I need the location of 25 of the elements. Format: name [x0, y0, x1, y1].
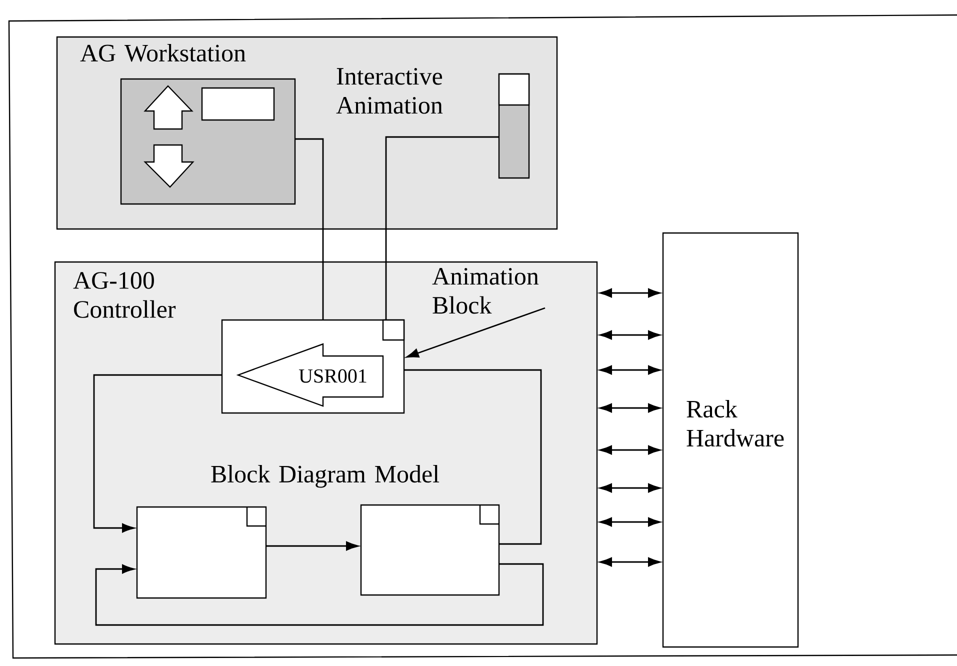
- connector-line: [295, 138, 324, 320]
- arrow: [95, 563, 544, 626]
- double-arrow: [600, 517, 660, 527]
- arrow: [406, 307, 546, 358]
- double-arrow: [600, 557, 660, 567]
- connector-line: [404, 369, 542, 545]
- caption-text: Interactive Animation: [336, 68, 443, 114]
- double-arrow: [600, 445, 660, 455]
- panel-title: AG Workstation: [80, 44, 246, 62]
- double-arrow: [600, 288, 660, 298]
- connector-line: [385, 136, 499, 320]
- block-label: USR001: [298, 369, 366, 383]
- panel-title: AG-100 Controller: [73, 272, 176, 318]
- function-block: [360, 504, 500, 596]
- group-title: Block Diagram Model: [211, 465, 440, 488]
- box-label: Rack Hardware: [686, 400, 784, 447]
- callout-text: Animation Block: [432, 268, 539, 314]
- double-arrow: [600, 403, 660, 413]
- screen-drawing: [120, 78, 296, 205]
- double-arrow: [600, 330, 660, 340]
- double-arrow: [600, 365, 660, 375]
- double-arrow: [600, 483, 660, 493]
- arrow: [266, 541, 358, 551]
- function-block: [136, 506, 267, 599]
- arrow: [93, 374, 222, 533]
